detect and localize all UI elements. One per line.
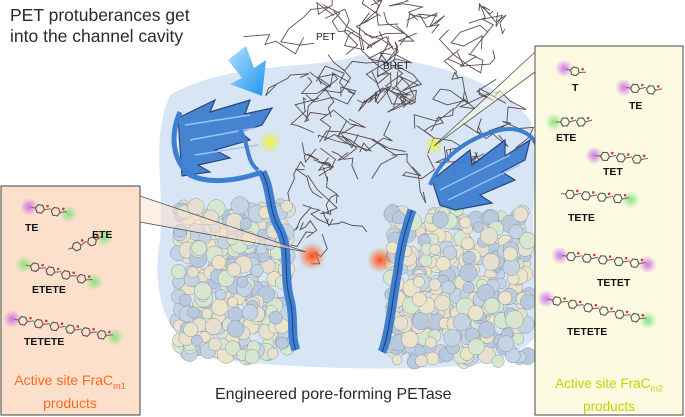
right-product-label: ETE (556, 132, 577, 144)
molecule-icon (15, 255, 104, 291)
molecule-icon (555, 59, 586, 78)
catalytic-glow-right (424, 135, 444, 155)
right-product-label: TET (603, 166, 623, 178)
left-product-label: TETETE (24, 336, 65, 348)
right-caption-sub: m2 (650, 383, 663, 394)
footer-title: Engineered pore-forming PETase (215, 386, 452, 403)
right-product-label: T (572, 82, 579, 94)
molecule-icon (560, 189, 640, 209)
molecule-icon (68, 228, 114, 252)
bhet-label: BHET (383, 61, 410, 72)
left-product-label: ETE (92, 229, 113, 241)
petase-ribbon-right (377, 127, 540, 355)
callout-right (433, 51, 536, 147)
molecule-icon (551, 246, 657, 274)
active-site-glow-center (367, 247, 393, 273)
active-site-glow-left (298, 242, 326, 270)
right-product-label: TETETE (567, 326, 608, 338)
molecule-icon (615, 78, 663, 97)
right-caption: Active site FraCm2 products (535, 375, 683, 415)
molecule-icon (20, 197, 78, 223)
right-caption-line-2: products (583, 398, 635, 414)
catalytic-glow-left (258, 130, 282, 154)
product-molecules (3, 59, 663, 347)
left-product-label: ETETE (32, 284, 66, 296)
left-caption-prefix: Active site FraC (14, 372, 114, 388)
molecule-icon (545, 113, 593, 131)
petase-ribbon-left (171, 98, 301, 352)
headline-line-2: into the channel cavity (10, 26, 184, 46)
right-product-label: TETET (597, 277, 631, 289)
left-caption: Active site FraCm1 products (0, 372, 140, 412)
left-products-panel (0, 185, 141, 416)
right-products-panel (534, 45, 684, 416)
molecule-icon (585, 146, 649, 165)
pet-label: PET (316, 32, 336, 43)
pore-right-assembly (382, 202, 537, 370)
left-caption-line-2: products (43, 394, 97, 411)
pointer-arrow-icon (228, 46, 266, 96)
molecule-icon (3, 309, 124, 347)
callout-left (139, 195, 307, 253)
headline-line-1: PET protuberances get (10, 5, 190, 25)
left-product-label: TE (25, 222, 39, 234)
right-product-label: TETE (568, 212, 595, 224)
right-caption-prefix: Active site FraC (555, 376, 651, 391)
left-caption-sub: m1 (113, 380, 126, 391)
molecule-icon (537, 289, 657, 330)
headline: PET protuberances get into the channel c… (10, 5, 270, 47)
right-product-label: TE (629, 100, 643, 112)
